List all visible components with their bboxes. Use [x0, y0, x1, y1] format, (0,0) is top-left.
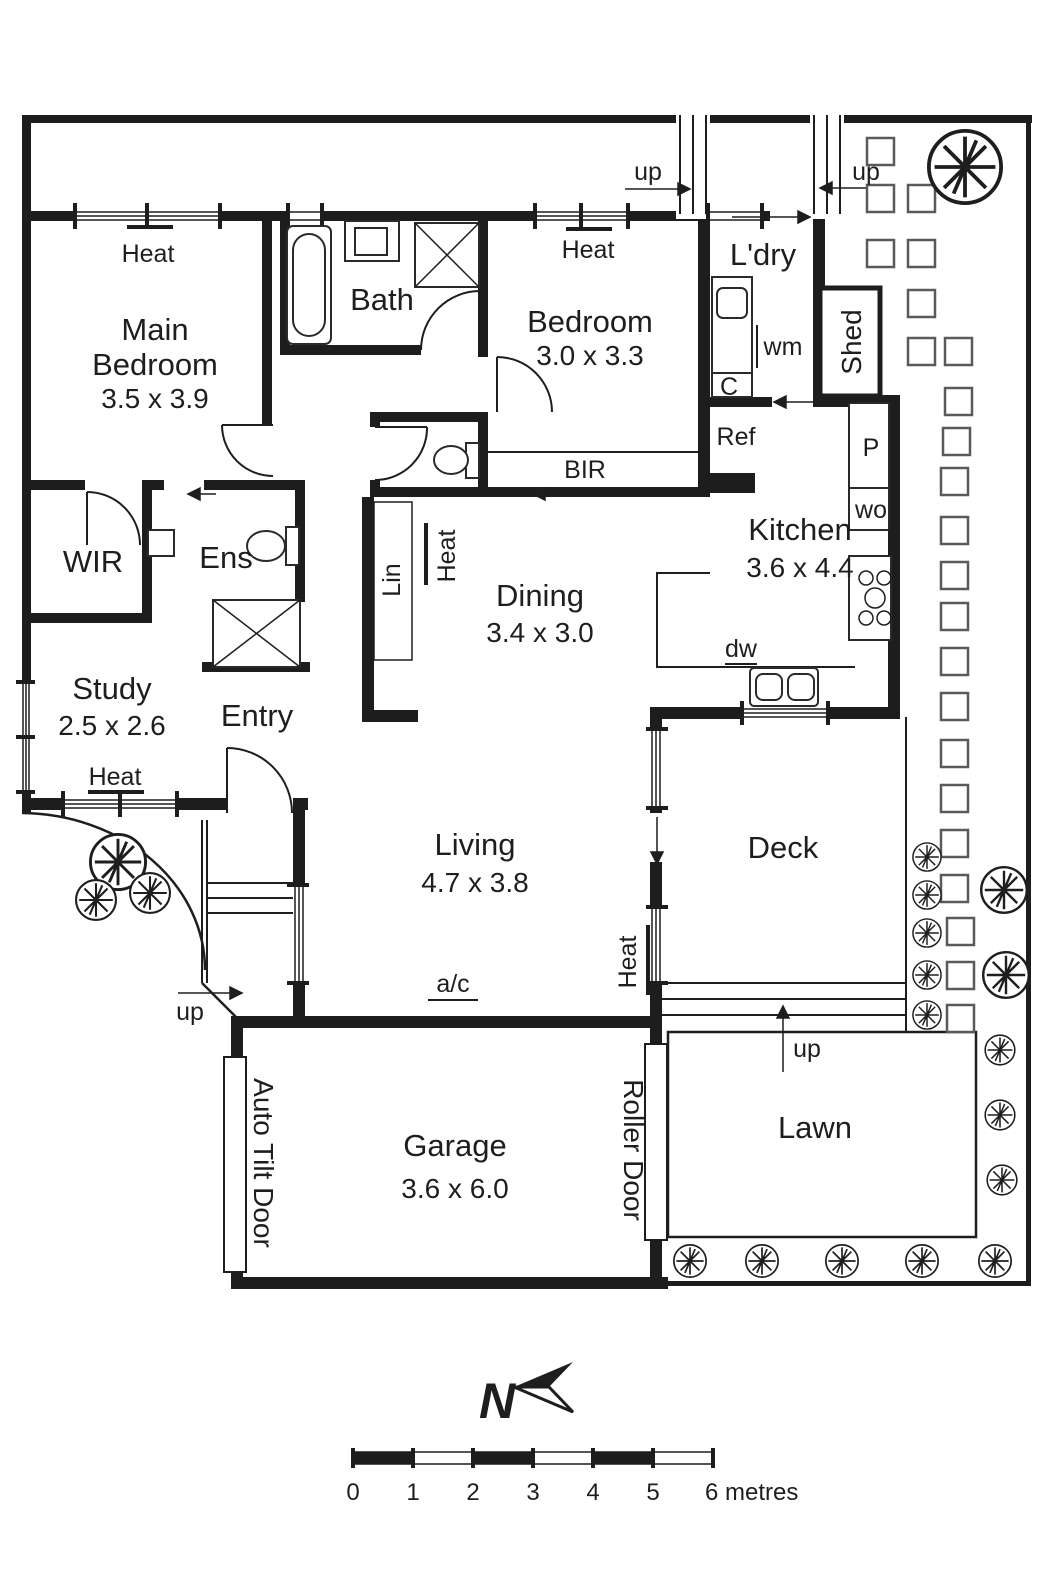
up-label-rear-left: up	[634, 158, 662, 186]
heat-label-bedroom2: Heat	[562, 236, 615, 264]
room-label-main-bedroom-2: Bedroom	[92, 347, 218, 382]
heat-label-main-bedroom: Heat	[122, 240, 175, 268]
room-label-bedroom2: Bedroom	[527, 304, 653, 339]
shed-label: Shed	[836, 309, 867, 374]
tree-icon	[912, 960, 942, 990]
north-arrow-icon	[513, 1385, 575, 1414]
scale-tick-2: 2	[466, 1479, 479, 1506]
room-label-living: Living	[435, 827, 516, 862]
driveway-curve	[21, 811, 207, 971]
scale-tick-4: 4	[586, 1479, 599, 1506]
room-dims-garage: 3.6 x 6.0	[401, 1173, 508, 1204]
aircon-label: a/c	[436, 970, 469, 998]
dishwasher-label: dw	[725, 635, 758, 663]
heater-bars	[88, 225, 650, 995]
kitchen-sink	[749, 667, 819, 707]
trees	[75, 128, 1031, 1279]
bir-label: BIR	[564, 456, 606, 484]
wc-toilet	[433, 442, 480, 479]
wm-label: wm	[763, 333, 803, 361]
heat-label-study: Heat	[89, 763, 142, 791]
north-arrow-icon	[514, 1362, 573, 1387]
room-label-dining: Dining	[496, 578, 584, 613]
room-dims-kitchen: 3.6 x 4.4	[746, 552, 853, 583]
tree-icon	[984, 1099, 1016, 1131]
room-label-kitchen: Kitchen	[748, 512, 851, 547]
room-label-deck: Deck	[748, 830, 819, 865]
tree-icon	[744, 1243, 780, 1279]
room-label-bath: Bath	[350, 282, 414, 317]
door-swings	[86, 290, 553, 814]
tree-icon	[984, 1034, 1016, 1066]
tree-icon	[129, 871, 171, 915]
room-dims-dining: 3.4 x 3.0	[486, 617, 593, 648]
tree-icon	[912, 1000, 942, 1030]
heat-label-deck: Heat	[614, 936, 642, 989]
north-label: N	[479, 1373, 516, 1429]
room-dims-living: 4.7 x 3.8	[421, 867, 528, 898]
tree-icon	[927, 128, 1003, 206]
windows	[16, 203, 830, 985]
linen-label: Lin	[378, 563, 406, 596]
rear-stairs	[676, 113, 844, 219]
pantry-label: P	[863, 434, 880, 462]
up-label-rear-right: up	[852, 158, 880, 186]
fridge-label: Ref	[717, 423, 756, 451]
tree-icon	[912, 842, 942, 872]
scale-bar: 0 1 2 3 4 5 6 metres	[346, 1448, 798, 1506]
scale-tick-3: 3	[526, 1479, 539, 1506]
tree-icon	[980, 866, 1029, 914]
tree-icon	[977, 1243, 1013, 1279]
auto-tilt-door-label: Auto Tilt Door	[248, 1078, 279, 1248]
room-label-main-bedroom-1: Main	[121, 312, 188, 347]
wir-shelf	[147, 529, 175, 557]
roller-door-label: Roller Door	[618, 1079, 649, 1221]
room-dims-bedroom2: 3.0 x 3.3	[536, 340, 643, 371]
ensuite-toilet	[246, 526, 300, 566]
flow-arrows	[178, 180, 877, 1072]
wall-oven-label: wo	[854, 496, 887, 524]
tree-icon	[904, 1243, 940, 1279]
wall-oven-box	[848, 487, 890, 531]
bath-shower	[414, 222, 480, 288]
scale-tick-5: 5	[646, 1479, 659, 1506]
linen-closet	[373, 501, 413, 661]
cooktop	[848, 555, 892, 641]
fixtures	[147, 220, 892, 707]
scale-tick-1: 1	[406, 1479, 419, 1506]
room-label-wir: WIR	[63, 544, 123, 579]
tree-icon	[672, 1243, 708, 1279]
scale-tick-0: 0	[346, 1479, 359, 1506]
shed-outline	[817, 285, 883, 399]
heat-label-dining: Heat	[433, 530, 461, 583]
room-dims-study: 2.5 x 2.6	[58, 710, 165, 741]
room-label-study: Study	[72, 671, 152, 706]
auto-tilt-door-panel	[223, 1056, 247, 1273]
scale-end-label: 6 metres	[705, 1479, 798, 1506]
tree-icon	[912, 918, 942, 948]
outdoor-structures	[21, 717, 978, 1273]
laundry-cupboard	[711, 372, 753, 398]
room-dims-main-bedroom: 3.5 x 3.9	[101, 383, 208, 414]
room-label-lawn: Lawn	[778, 1110, 852, 1145]
room-label-garage: Garage	[403, 1128, 506, 1163]
up-label-entry: up	[176, 998, 204, 1026]
compass: N	[479, 1362, 575, 1429]
cupboard-label: C	[720, 373, 738, 401]
garden-pavers	[865, 136, 976, 1034]
washing-machine	[711, 276, 758, 374]
up-label-lawn: up	[793, 1035, 821, 1063]
room-label-laundry: L'dry	[730, 237, 797, 272]
tree-icon	[75, 878, 117, 922]
tree-icon	[982, 951, 1031, 999]
tree-icon	[986, 1164, 1018, 1196]
roller-door-panel	[644, 1043, 668, 1241]
labels: Heat Main Bedroom 3.5 x 3.9 Bath Heat Be…	[58, 158, 887, 1248]
tree-icon	[824, 1243, 860, 1279]
room-label-entry: Entry	[221, 698, 294, 733]
ensuite-shower	[212, 599, 301, 668]
tree-icon	[912, 880, 942, 910]
room-label-ensuite: Ens	[199, 540, 252, 575]
